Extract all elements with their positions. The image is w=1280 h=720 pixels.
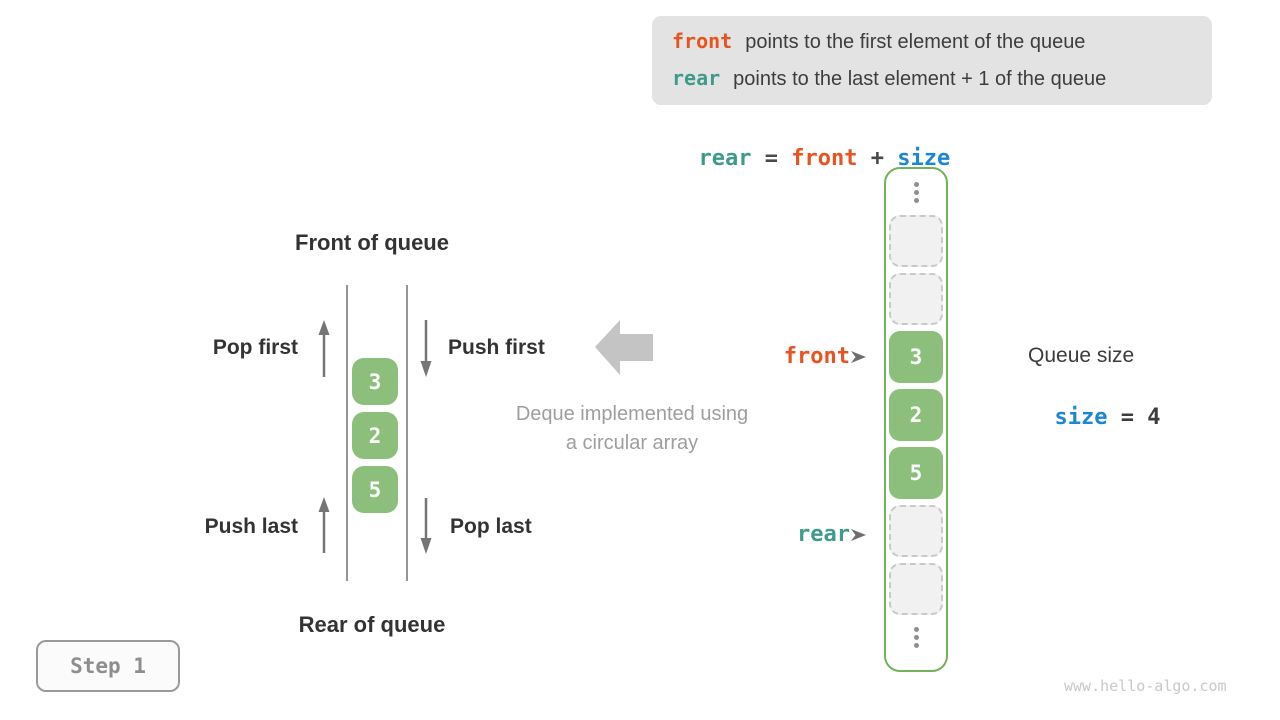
watermark: www.hello-algo.com (1064, 677, 1227, 695)
push-first-arrow-head-icon (420, 361, 432, 377)
formula-equals: = (751, 146, 792, 171)
array-cell-rear (889, 505, 943, 557)
front-pointer-label: front (783, 344, 850, 369)
diagram-caption: Deque implemented using a circular array (482, 400, 782, 458)
legend-box: front points to the first element of the … (652, 16, 1212, 105)
pop-last-label: Pop last (450, 515, 532, 538)
caption-line-2: a circular array (565, 432, 699, 454)
formula-plus: + (857, 146, 898, 171)
array-cell-front: 3 (889, 331, 943, 383)
rear-pointer-label: rear (797, 522, 850, 547)
push-last-arrow-head-icon (318, 497, 330, 512)
queue-element: 2 (352, 412, 398, 459)
caption-line-1: Deque implemented using (515, 403, 749, 425)
rear-pointer-arrow-icon (851, 529, 866, 541)
formula: rear = front + size (672, 121, 951, 171)
size-keyword: size (1054, 405, 1108, 430)
array-cell-empty (889, 563, 943, 615)
front-pointer-arrow-icon (851, 351, 866, 363)
size-value: = 4 (1107, 405, 1161, 430)
formula-front: front (791, 146, 858, 171)
pop-last-arrow-head-icon (420, 538, 432, 554)
front-of-queue-title: Front of queue (295, 230, 449, 255)
big-left-arrow-icon (595, 320, 653, 375)
legend-line-front: front points to the first element of the … (672, 23, 1212, 60)
rear-keyword: rear (672, 66, 721, 90)
pop-first-arrow-head-icon (318, 320, 330, 335)
queue-element: 3 (352, 358, 398, 405)
queue-element-stack: 3 2 5 (352, 358, 398, 513)
push-last-label: Push last (204, 515, 298, 538)
circular-array: 3 2 5 (884, 167, 948, 672)
ellipsis-bottom-icon (913, 627, 919, 648)
rear-description: points to the last element + 1 of the qu… (733, 68, 1107, 90)
queue-element: 5 (352, 466, 398, 513)
array-cell-empty (889, 215, 943, 267)
front-keyword: front (672, 29, 733, 53)
formula-size: size (897, 146, 951, 171)
legend-line-rear: rear points to the last element + 1 of th… (672, 60, 1212, 97)
formula-rear: rear (698, 146, 752, 171)
pop-first-label: Pop first (212, 336, 298, 359)
array-cell: 2 (889, 389, 943, 441)
rear-of-queue-title: Rear of queue (298, 612, 446, 637)
push-first-label: Push first (448, 336, 545, 359)
ellipsis-top-icon (913, 182, 919, 203)
array-cell: 5 (889, 447, 943, 499)
step-badge: Step 1 (36, 640, 180, 692)
array-cells: 3 2 5 (889, 215, 943, 615)
array-cell-empty (889, 273, 943, 325)
queue-size-title: Queue size (1028, 344, 1135, 367)
front-description: points to the first element of the queue (745, 31, 1086, 53)
queue-size-value: size = 4 (1028, 380, 1161, 430)
